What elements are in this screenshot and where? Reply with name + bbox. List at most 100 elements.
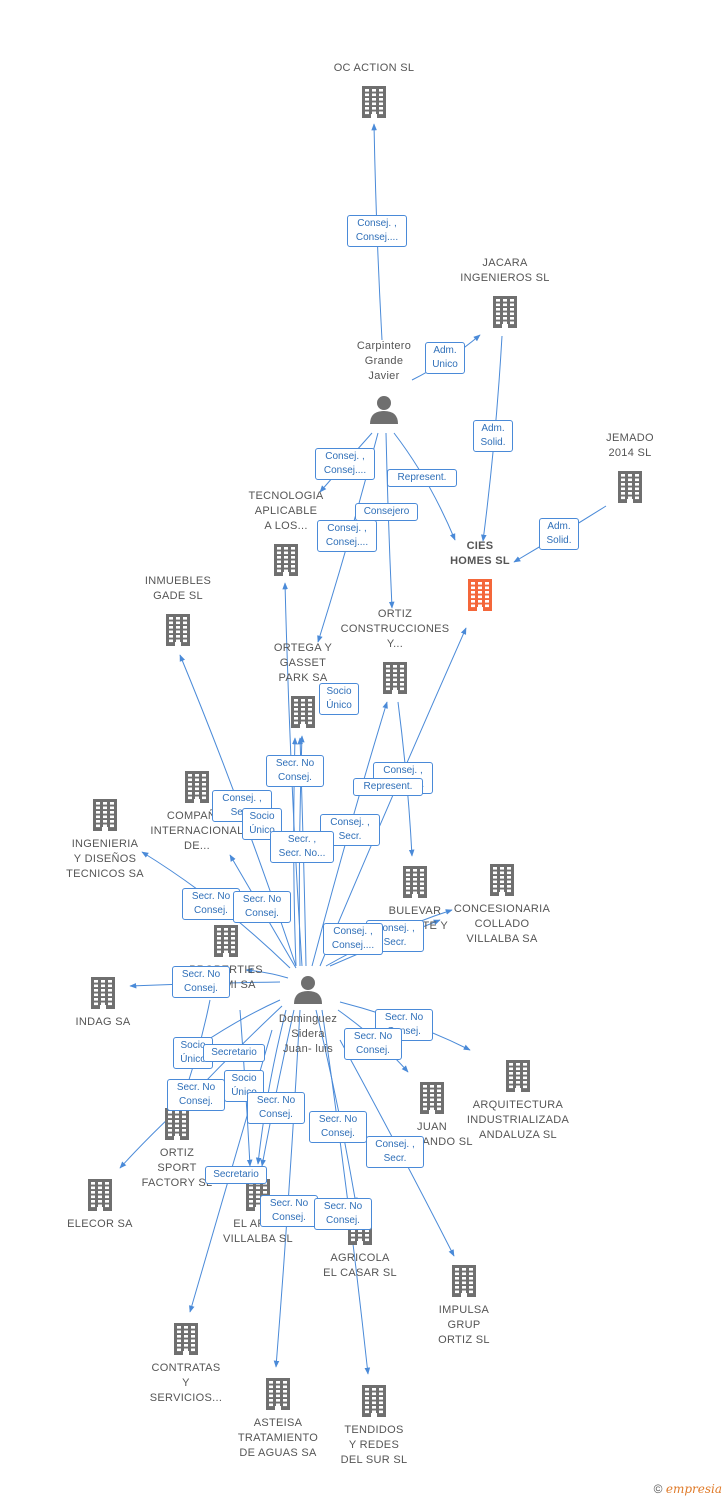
relation-label[interactable]: Consej. ,Secr. (366, 1136, 424, 1168)
relation-label[interactable]: Consej. ,Consej.... (323, 923, 383, 955)
building-icon[interactable] (214, 925, 238, 957)
company-node-label[interactable]: INDAG SA (43, 1015, 163, 1030)
relation-label[interactable]: Adm.Solid. (473, 420, 513, 452)
building-icon[interactable] (452, 1265, 476, 1297)
brand-logo[interactable]: empresia (665, 1482, 722, 1496)
relation-label[interactable]: Consej. ,Consej.... (315, 448, 375, 480)
node-label-line: BULEVAR (388, 905, 442, 917)
relation-label[interactable]: Represent. (353, 778, 423, 796)
relation-label[interactable]: Consej. ,Secr. (320, 814, 380, 846)
building-icon[interactable] (506, 1060, 530, 1092)
relation-label-line: Socio (231, 1073, 257, 1084)
relation-label-line: Adm. (481, 423, 505, 434)
building-icon[interactable] (420, 1082, 444, 1114)
node-label-line: INDAG SA (75, 1016, 131, 1028)
company-node-label[interactable]: ELECOR SA (40, 1217, 160, 1232)
node-label-line: GRUP (447, 1319, 481, 1331)
building-icon[interactable] (185, 771, 209, 803)
relation-label-line: Único (326, 700, 352, 711)
relation-label[interactable]: Consej. ,Consej.... (347, 215, 407, 247)
node-label-line: Carpintero (356, 340, 412, 352)
relation-label-line: Secr. No... (278, 848, 326, 859)
building-icon[interactable] (165, 1108, 189, 1140)
node-label-line: ORTIZ (159, 1147, 195, 1159)
building-icon[interactable] (93, 799, 117, 831)
relation-label[interactable]: Consej. ,Consej.... (317, 520, 377, 552)
relation-label-line: Adm. (433, 345, 457, 356)
building-icon[interactable] (266, 1378, 290, 1410)
node-label-line: JACARA (482, 257, 528, 269)
building-icon[interactable] (166, 614, 190, 646)
relation-label[interactable]: Secr. ,Secr. No... (270, 831, 334, 863)
relation-label-line: Secretario (211, 1047, 257, 1058)
person-icon[interactable] (294, 976, 322, 1004)
node-label-line: JEMADO (606, 432, 654, 444)
node-label-line: INDUSTRIALIZADA (466, 1114, 570, 1126)
building-icon[interactable] (291, 696, 315, 728)
edge-line (260, 1009, 295, 1167)
building-icon[interactable] (468, 579, 492, 611)
relation-label[interactable]: Adm.Unico (425, 342, 465, 374)
node-label-line: Y... (386, 638, 404, 650)
node-label-line: VILLALBA SL (223, 1233, 293, 1245)
building-icon[interactable] (274, 544, 298, 576)
relation-label-line: Consej. (184, 983, 218, 994)
relation-label[interactable]: Adm.Solid. (539, 518, 579, 550)
building-icon[interactable] (362, 1385, 386, 1417)
relation-label[interactable]: Secretario (205, 1166, 267, 1184)
relation-label-line: Consej. (326, 1215, 360, 1226)
relation-label[interactable]: Represent. (387, 469, 457, 487)
relation-label[interactable]: Secretario (203, 1044, 265, 1062)
building-icon[interactable] (88, 1179, 112, 1211)
building-icon[interactable] (383, 662, 407, 694)
relation-label[interactable]: Consejero (355, 503, 418, 521)
building-icon[interactable] (91, 977, 115, 1009)
building-icon[interactable] (493, 296, 517, 328)
node-label-line: A LOS... (264, 520, 308, 532)
relation-label[interactable]: Secr. No Consej. (172, 966, 230, 998)
node-label-line: Y (182, 1377, 190, 1389)
relation-label-line: Secr. No (181, 969, 221, 980)
relation-label-line: Secr. (217, 806, 267, 820)
node-label-line: TENDIDOS (344, 1424, 404, 1436)
building-icon[interactable] (618, 471, 642, 503)
relation-label-line: Secr. (383, 937, 407, 948)
node-label-line: APLICABLE (254, 505, 318, 517)
building-icon[interactable] (174, 1323, 198, 1355)
node-label-line: ASTEISA (253, 1417, 303, 1429)
person-icon[interactable] (370, 396, 398, 424)
building-icon[interactable] (362, 86, 386, 118)
building-icon[interactable] (490, 864, 514, 896)
company-node-label[interactable]: OC ACTION SL (314, 61, 434, 76)
building-icon[interactable] (403, 866, 427, 898)
